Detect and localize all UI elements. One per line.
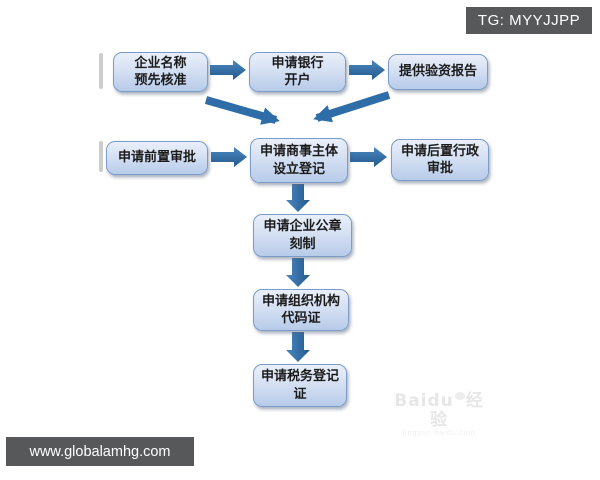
flow-node-post-administrative-approval: 申请后置行政 审批: [391, 139, 489, 181]
flow-node-organization-code-certificate: 申请组织机构 代码证: [253, 289, 349, 331]
flow-node-enterprise-name-preapproval: 企业名称 预先核准: [113, 52, 208, 92]
edge-fragment: [99, 141, 103, 172]
arrow-bank-to-report: [349, 60, 385, 80]
website-url-bar: www.globalamhg.com: [6, 437, 194, 466]
flow-node-label: 企业名称: [134, 55, 187, 71]
flow-node-label: 刻制: [289, 236, 316, 252]
flow-node-label: 审批: [426, 161, 453, 176]
arrow-report-to-entity-diagonal: [313, 91, 391, 123]
baidu-brand-text: Baidu: [394, 391, 454, 411]
arrow-seal-to-orgcode: [286, 258, 310, 287]
website-url-text: www.globalamhg.com: [29, 443, 171, 460]
arrow-preapproval-to-entity: [211, 147, 247, 167]
telegram-badge-text: TG: MYYJJPP: [477, 12, 581, 29]
arrow-orgcode-to-tax: [286, 332, 310, 362]
flow-node-label: 申请银行: [271, 55, 324, 71]
arrow-entity-to-seal: [286, 184, 310, 212]
flow-node-pre-approval-application: 申请前置审批: [106, 141, 208, 175]
flow-node-label: 申请前置审批: [117, 150, 196, 166]
flow-node-bank-account-application: 申请银行 开户: [249, 52, 346, 92]
flow-node-label: 申请企业公章: [263, 219, 342, 235]
flow-node-label: 提供验资报告: [398, 64, 477, 80]
flow-node-label: 申请后置行政: [400, 143, 479, 159]
arrow-name-to-entity-diagonal: [204, 96, 280, 125]
baidu-watermark-subtext: jingyan.baidu.com: [402, 429, 476, 438]
flow-node-company-seal-engraving: 申请企业公章 刻制: [253, 214, 352, 257]
telegram-badge: TG: MYYJJPP: [466, 7, 592, 34]
arrow-name-to-bank: [210, 60, 246, 80]
baidu-paw-icon: [454, 392, 465, 400]
flow-node-tax-registration-certificate: 申请税务登记 证: [253, 364, 347, 407]
arrow-entity-to-postapproval: [350, 147, 387, 167]
flow-node-label: 预先核准: [134, 73, 187, 88]
baidu-brand-suffix: 经验: [430, 391, 484, 430]
flow-node-capital-verification-report: 提供验资报告: [388, 54, 488, 90]
flow-node-commercial-entity-registration: 申请商事主体 设立登记: [250, 138, 348, 183]
flow-node-label: 申请组织机构: [261, 293, 340, 309]
flow-node-label: 证: [293, 386, 307, 402]
flow-node-label: 开户: [284, 73, 311, 88]
flow-node-label: 申请商事主体: [259, 144, 338, 160]
flow-node-label: 设立登记: [272, 161, 325, 177]
flow-node-label: 申请税务登记: [260, 369, 339, 385]
edge-fragment: [99, 53, 103, 89]
flow-node-label: 代码证: [281, 311, 321, 326]
